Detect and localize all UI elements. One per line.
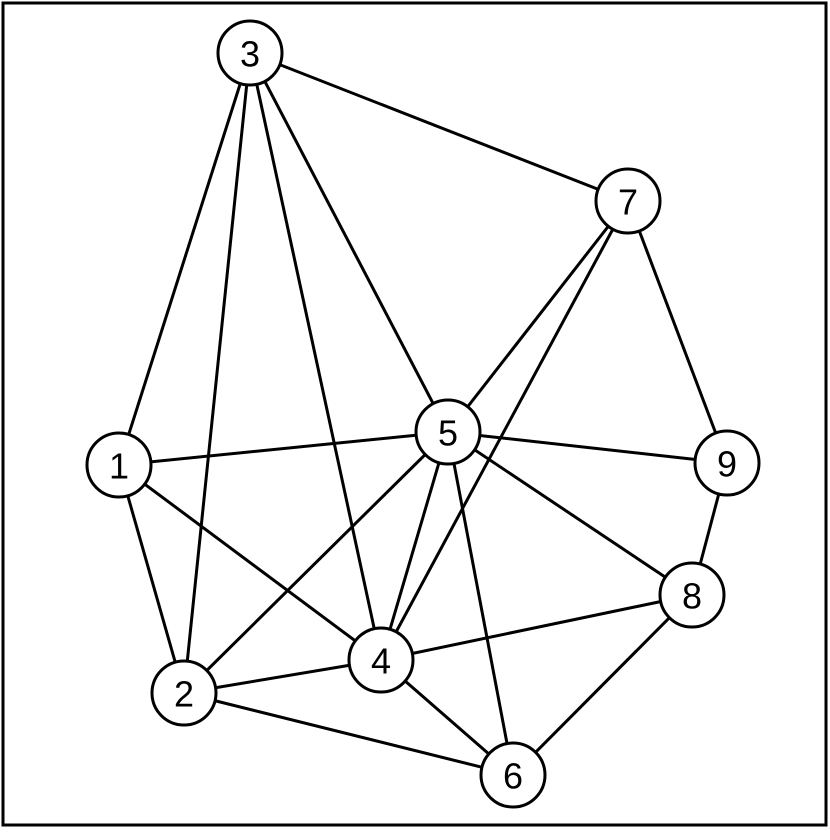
edge-3-2 <box>182 52 252 694</box>
edge-1-4 <box>118 463 382 662</box>
node-label: 3 <box>240 34 260 75</box>
edge-3-1 <box>117 52 252 466</box>
node-6: 6 <box>479 741 547 809</box>
node-1: 1 <box>85 431 153 499</box>
edge-2-6 <box>183 691 514 777</box>
node-label: 7 <box>618 182 638 223</box>
node-circle <box>479 741 547 809</box>
edge-3-7 <box>249 51 629 203</box>
node-label: 9 <box>717 444 737 485</box>
node-3: 3 <box>216 19 284 87</box>
node-circle <box>693 429 761 497</box>
edge-7-5 <box>446 200 630 433</box>
node-label: 5 <box>438 413 458 454</box>
edge-8-6 <box>511 593 694 777</box>
node-7: 7 <box>594 167 662 235</box>
edge-5-2 <box>182 430 450 695</box>
node-circle <box>594 167 662 235</box>
node-circle <box>216 19 284 87</box>
node-8: 8 <box>658 561 726 629</box>
edge-1-2 <box>117 464 186 694</box>
edge-7-9 <box>626 200 729 464</box>
edge-8-4 <box>380 593 693 662</box>
edge-5-4 <box>379 431 450 661</box>
edge-1-5 <box>118 430 449 467</box>
edge-7-4 <box>379 200 630 661</box>
node-circle <box>414 398 482 466</box>
node-circle <box>347 626 415 694</box>
node-5: 5 <box>414 398 482 466</box>
node-label: 6 <box>503 756 523 797</box>
node-label: 4 <box>371 641 391 682</box>
nodes-layer: 1 2 3 4 5 6 7 8 9 <box>85 19 761 809</box>
edge-3-4 <box>248 52 383 661</box>
edge-3-5 <box>248 52 450 433</box>
node-circle <box>85 431 153 499</box>
edge-5-8 <box>447 430 693 597</box>
node-label: 2 <box>174 674 194 715</box>
edge-5-6 <box>446 431 515 776</box>
node-4: 4 <box>347 626 415 694</box>
node-9: 9 <box>693 429 761 497</box>
node-circle <box>150 659 218 727</box>
diagram-frame <box>1 1 828 827</box>
node-label: 8 <box>682 576 702 617</box>
node-label: 1 <box>109 446 129 487</box>
node-2: 2 <box>150 659 218 727</box>
node-circle <box>658 561 726 629</box>
edge-5-9 <box>447 430 728 465</box>
